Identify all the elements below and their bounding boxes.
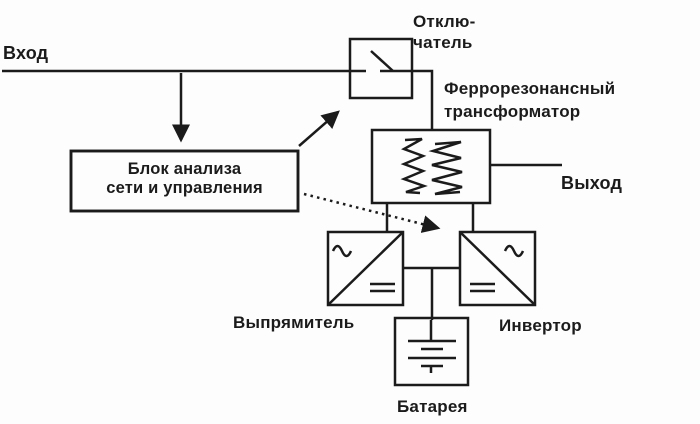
control-to-converters-arrow: [303, 192, 441, 233]
output-label: Выход: [561, 173, 623, 193]
battery-box: [393, 316, 470, 387]
rectifier-label: Выпрямитель: [233, 313, 355, 332]
battery-cells-icon: [408, 320, 456, 373]
transformer-box: [370, 128, 492, 205]
inverter-dc-equals-icon: [470, 282, 495, 293]
breaker-box: [348, 37, 414, 100]
transformer-windings-icon: [400, 137, 463, 196]
breaker-label: Отклю- чатель: [413, 11, 475, 53]
transformer-label: Феррорезонансный трансформатор: [444, 77, 615, 123]
inverter-label: Инвертор: [499, 316, 582, 335]
breaker-label-line2: чатель: [413, 33, 473, 52]
rectifier-ac-wave-icon: [331, 244, 353, 258]
rectifier-diagonal: [327, 231, 404, 306]
control-to-breaker-arrow: [298, 110, 340, 147]
rectifier-dc-equals-icon: [370, 282, 395, 293]
transformer-label-line2: трансформатор: [444, 102, 581, 121]
input-label: Вход: [3, 43, 49, 63]
inverter-ac-wave-icon: [503, 244, 525, 258]
open-switch-icon: [350, 50, 412, 73]
breaker-to-transformer-line: [412, 69, 434, 131]
battery-label: Батарея: [397, 397, 468, 416]
control-unit-label-line2: сети и управления: [106, 179, 263, 197]
control-unit-label-line1: Блок анализа: [127, 160, 242, 178]
breaker-label-line1: Отклю-: [413, 12, 476, 31]
transformer-label-line1: Феррорезонансный: [444, 79, 616, 98]
control-unit-box: [69, 149, 300, 213]
inverter-diagonal: [459, 231, 536, 306]
control-unit-label: Блок анализа сети и управления: [71, 160, 298, 198]
